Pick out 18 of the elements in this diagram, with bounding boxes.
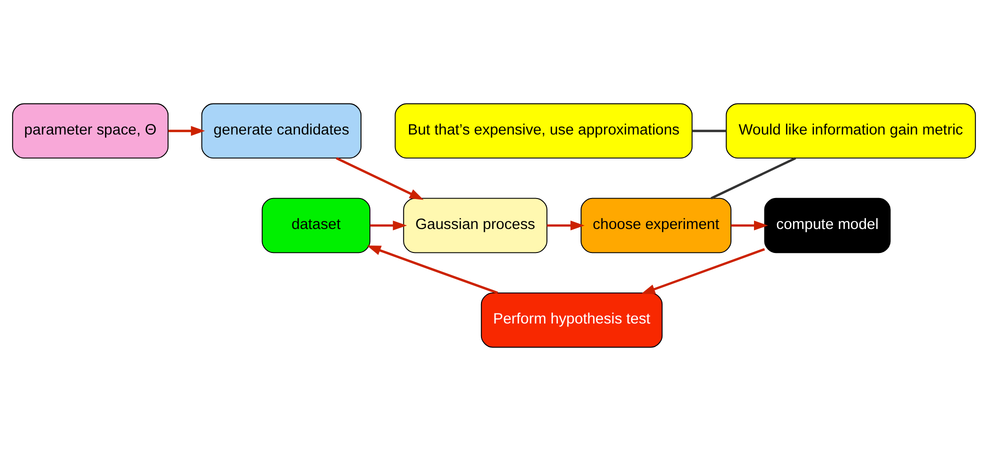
arrow — [546, 220, 585, 230]
node-box: parameter space, Θ — [12, 103, 169, 159]
connector — [710, 157, 796, 200]
node-box: compute model — [764, 198, 891, 254]
arrow — [366, 245, 498, 294]
arrow — [731, 220, 768, 230]
node-box: But that’s expensive, use approximations — [394, 103, 693, 159]
connector — [692, 130, 726, 132]
arrow — [168, 126, 205, 136]
node-box: generate candidates — [201, 103, 362, 159]
node-box: Gaussian process — [403, 198, 548, 254]
arrow — [370, 220, 407, 230]
node-box: dataset — [262, 198, 370, 254]
node-box: Would like information gain metric — [726, 103, 976, 159]
arrow — [336, 157, 424, 200]
node-box: Perform hypothesis test — [480, 292, 663, 348]
arrow — [641, 248, 765, 294]
node-box: choose experiment — [580, 198, 732, 254]
